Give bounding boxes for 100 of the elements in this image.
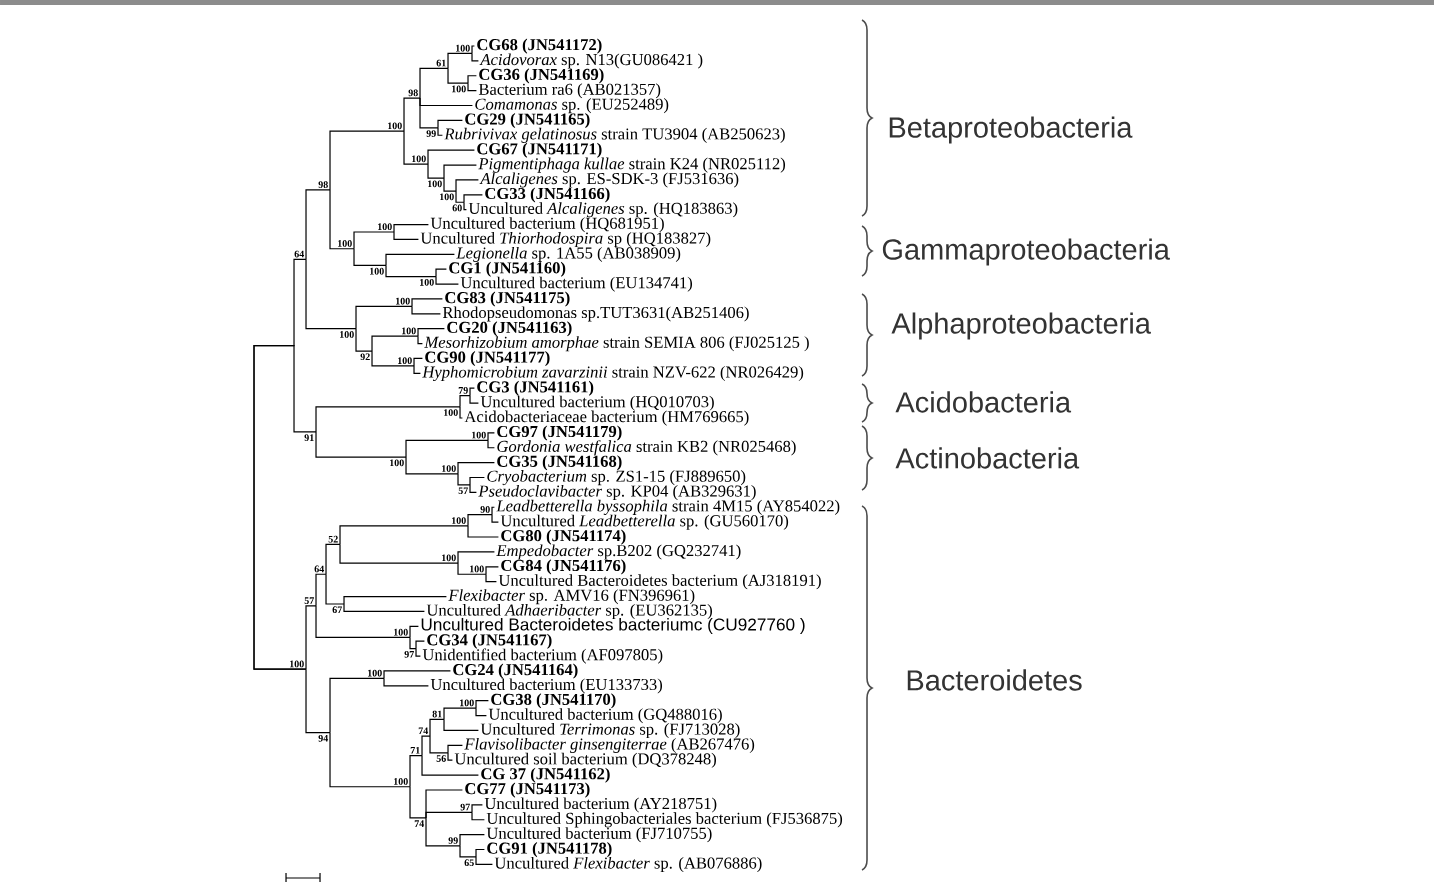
taxon-label: CG83 (JN541175) bbox=[445, 291, 570, 307]
tree-branch bbox=[385, 264, 437, 278]
tree-branch bbox=[425, 811, 473, 819]
taxon-label: CG97 (JN541179) bbox=[497, 425, 622, 441]
taxon-label: Leadbetterella byssophila strain 4M15 (AY854022) bbox=[496, 499, 840, 515]
tree-branch bbox=[485, 573, 498, 583]
clade-label: Alphaproteobacteria bbox=[891, 312, 1151, 340]
tree-branch bbox=[411, 298, 443, 307]
taxon-label: Hyphomicrobium zavarzinii strain NZV-622 (NR026429) bbox=[422, 365, 804, 381]
clade-label: Actinobacteria bbox=[895, 447, 1080, 469]
tree-branch bbox=[421, 754, 479, 776]
tree-branch bbox=[253, 345, 317, 670]
taxon-label: Cryobacterium sp. ZS1-15 (FJ889650) bbox=[487, 470, 746, 486]
tree-branch bbox=[419, 67, 449, 99]
tree-branch bbox=[447, 752, 454, 761]
tree-branch bbox=[467, 82, 477, 92]
tree-branch bbox=[425, 817, 461, 847]
taxon-label: Uncultured soil bacterium (DQ378248) bbox=[454, 752, 716, 768]
tree-branch bbox=[487, 439, 496, 449]
tree-branch bbox=[409, 754, 423, 788]
tree-branch bbox=[415, 648, 421, 657]
tree-branch bbox=[429, 735, 449, 754]
tree-branch bbox=[403, 130, 429, 165]
tree-branch bbox=[305, 605, 317, 670]
taxon-label: CG77 (JN541173) bbox=[465, 782, 590, 798]
tree-branch bbox=[353, 231, 395, 250]
tree-branch bbox=[417, 328, 445, 337]
taxon-label: CG36 (JN541169) bbox=[479, 68, 604, 84]
taxon-label: CG67 (JN541171) bbox=[477, 142, 602, 158]
tree-branch bbox=[443, 718, 479, 732]
tree-branch bbox=[371, 350, 415, 367]
taxon-label: CG80 (JN541174) bbox=[501, 529, 626, 545]
tree-branch bbox=[383, 670, 452, 679]
tree-branch bbox=[355, 305, 413, 330]
tree-branch bbox=[469, 395, 479, 404]
tree-branch bbox=[459, 395, 471, 408]
tree-branch bbox=[329, 731, 411, 788]
taxon-label: Rubrivivax gelatinosus strain TU3904 (AB250623) bbox=[444, 127, 785, 143]
taxon-label: Uncultured Alcaligenes sp. (HQ183863) bbox=[468, 202, 738, 218]
tree-branch bbox=[427, 149, 475, 165]
tree-branch bbox=[459, 406, 463, 419]
tree-branch bbox=[315, 605, 411, 639]
taxon-label: Uncultured bacterium (FJ710755) bbox=[486, 827, 712, 843]
tree-branch bbox=[485, 566, 500, 575]
tree-branch bbox=[385, 253, 456, 267]
taxon-label: Uncultured Adhaeribacter sp. (EU362135) bbox=[426, 604, 712, 620]
tree-branch bbox=[403, 97, 421, 132]
taxon-label: Acidobacteriaceae bacterium (HM769665) bbox=[464, 410, 749, 426]
taxon-label: CG24 (JN541164) bbox=[453, 663, 578, 679]
taxon-label: CG68 (JN541172) bbox=[477, 38, 602, 54]
tree-branch bbox=[471, 811, 485, 821]
taxon-label: Rhodopseudomonas sp.TUT3631(AB251406) bbox=[442, 306, 749, 322]
tree-branch bbox=[475, 707, 487, 717]
tree-branch bbox=[457, 462, 496, 475]
tree-branch bbox=[457, 473, 471, 486]
taxon-label: Flexibacter sp. AMV16 (FN396961) bbox=[448, 589, 695, 605]
tree-branch bbox=[447, 67, 469, 84]
clade-label: Betaproteobacteria bbox=[889, 116, 1133, 144]
taxon-label: CG20 (JN541163) bbox=[447, 321, 572, 337]
taxon-label: Alcaligenes sp. ES-SDK-3 (FJ531636) bbox=[479, 172, 739, 188]
taxon-label: CG1 (JN541160) bbox=[449, 261, 566, 277]
tree-branch bbox=[447, 52, 473, 69]
taxon-label: Mesorhizobium amorphae strain SEMIA 806 (FJ025125 ) bbox=[424, 336, 809, 352]
taxon-label: CG3 (JN541161) bbox=[477, 380, 594, 396]
taxon-label: Uncultured bacterium (HQ010703) bbox=[480, 395, 714, 411]
taxon-label: CG34 (JN541167) bbox=[427, 633, 552, 649]
tree-branch bbox=[443, 164, 477, 179]
tree-branch bbox=[457, 551, 496, 564]
tree-branch bbox=[491, 506, 496, 516]
tree-branch bbox=[339, 525, 469, 546]
clade-label: Gammaproteobacteria bbox=[882, 238, 1170, 266]
clade-label: Acidobacteria bbox=[895, 391, 1072, 413]
tree-branch bbox=[471, 52, 479, 62]
taxon-label: Comamonas sp. (EU252489) bbox=[475, 98, 669, 114]
tree-branch bbox=[437, 119, 463, 129]
tree-branch bbox=[419, 97, 439, 129]
tree-branch bbox=[469, 387, 475, 397]
tree-branch bbox=[459, 834, 485, 847]
tree-branch bbox=[437, 127, 443, 136]
tree-branch bbox=[413, 365, 421, 374]
tree-branch bbox=[443, 177, 457, 192]
taxon-label: CG29 (JN541165) bbox=[465, 113, 590, 129]
tree-branch bbox=[343, 595, 447, 605]
taxon-label: Gordonia westfalica strain KB2 (NR025468) bbox=[497, 440, 796, 456]
taxon-label: Uncultured Bacteroidetes bacterium (AJ318191) bbox=[498, 574, 821, 590]
taxon-label: Uncultured bacterium (EU133733) bbox=[430, 678, 663, 694]
tree-branch bbox=[491, 514, 500, 523]
tree-branch bbox=[475, 848, 485, 858]
tree-branch bbox=[475, 856, 494, 865]
tree-branch bbox=[443, 707, 477, 720]
clade-label: Bacteroidetes bbox=[907, 669, 1082, 691]
tree-branch bbox=[427, 163, 445, 179]
taxon-label: CG84 (JN541176) bbox=[501, 559, 626, 575]
tree-branch bbox=[339, 543, 459, 564]
taxon-label: Flavisolibacter ginsengiterrae (AB267476) bbox=[464, 737, 755, 753]
tree-branch bbox=[405, 456, 459, 475]
tree-branch bbox=[487, 432, 496, 441]
tree-branch bbox=[429, 718, 445, 737]
taxon-label: Acidovorax sp. N13(GU086421 ) bbox=[479, 53, 703, 69]
tree-branch bbox=[467, 525, 500, 538]
